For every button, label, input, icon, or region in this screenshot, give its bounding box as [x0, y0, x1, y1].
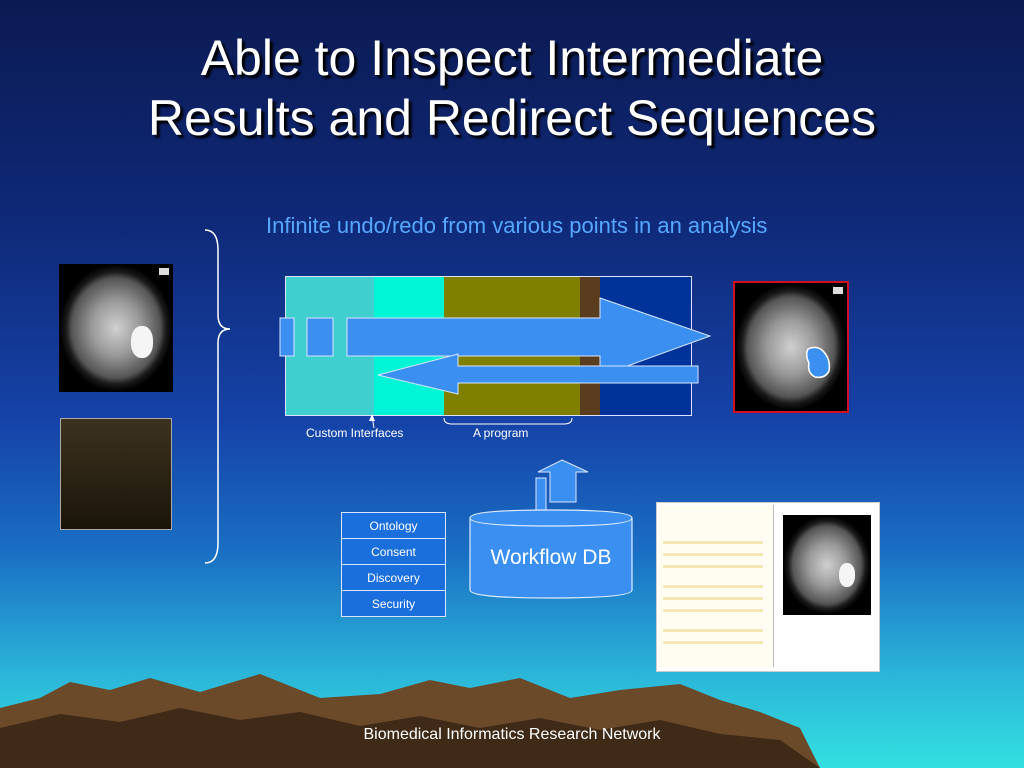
empty-image-panel: [60, 418, 172, 530]
brace-icon: [204, 229, 231, 564]
workflow-db-label: Workflow DB: [490, 546, 612, 569]
title-line-1: Able to Inspect Intermediate: [200, 30, 824, 86]
stack-security: Security: [341, 590, 446, 617]
workflow-db-cylinder: [469, 509, 633, 599]
label-program: A program: [473, 426, 529, 440]
double-arrow-icon: [279, 297, 712, 395]
screenshot-panel: [659, 505, 774, 667]
lesion: [131, 326, 153, 358]
brain-scan-right: [733, 281, 849, 413]
up-down-arrow-icon: [522, 459, 589, 524]
stack-consent: Consent: [341, 538, 446, 565]
lesion: [839, 563, 855, 587]
title-line-2: Results and Redirect Sequences: [147, 90, 877, 146]
footer-text: Biomedical Informatics Research Network: [363, 726, 661, 743]
mountain-landscape: [0, 674, 820, 768]
software-screenshot: [656, 502, 880, 672]
scan-tag: [833, 287, 843, 294]
callout-marks: [369, 414, 573, 429]
brain-scan-left: [59, 264, 173, 392]
scan-tag: [159, 268, 169, 275]
slide-title: Able to Inspect Intermediate Results and…: [0, 28, 1024, 148]
stack-discovery: Discovery: [341, 564, 446, 591]
stack-ontology: Ontology: [341, 512, 446, 539]
label-custom-interfaces: Custom Interfaces: [306, 426, 404, 440]
brain-scan-thumbnail: [783, 515, 871, 615]
subtitle: Infinite undo/redo from various points i…: [266, 213, 768, 238]
lesion-outline: [805, 346, 831, 379]
